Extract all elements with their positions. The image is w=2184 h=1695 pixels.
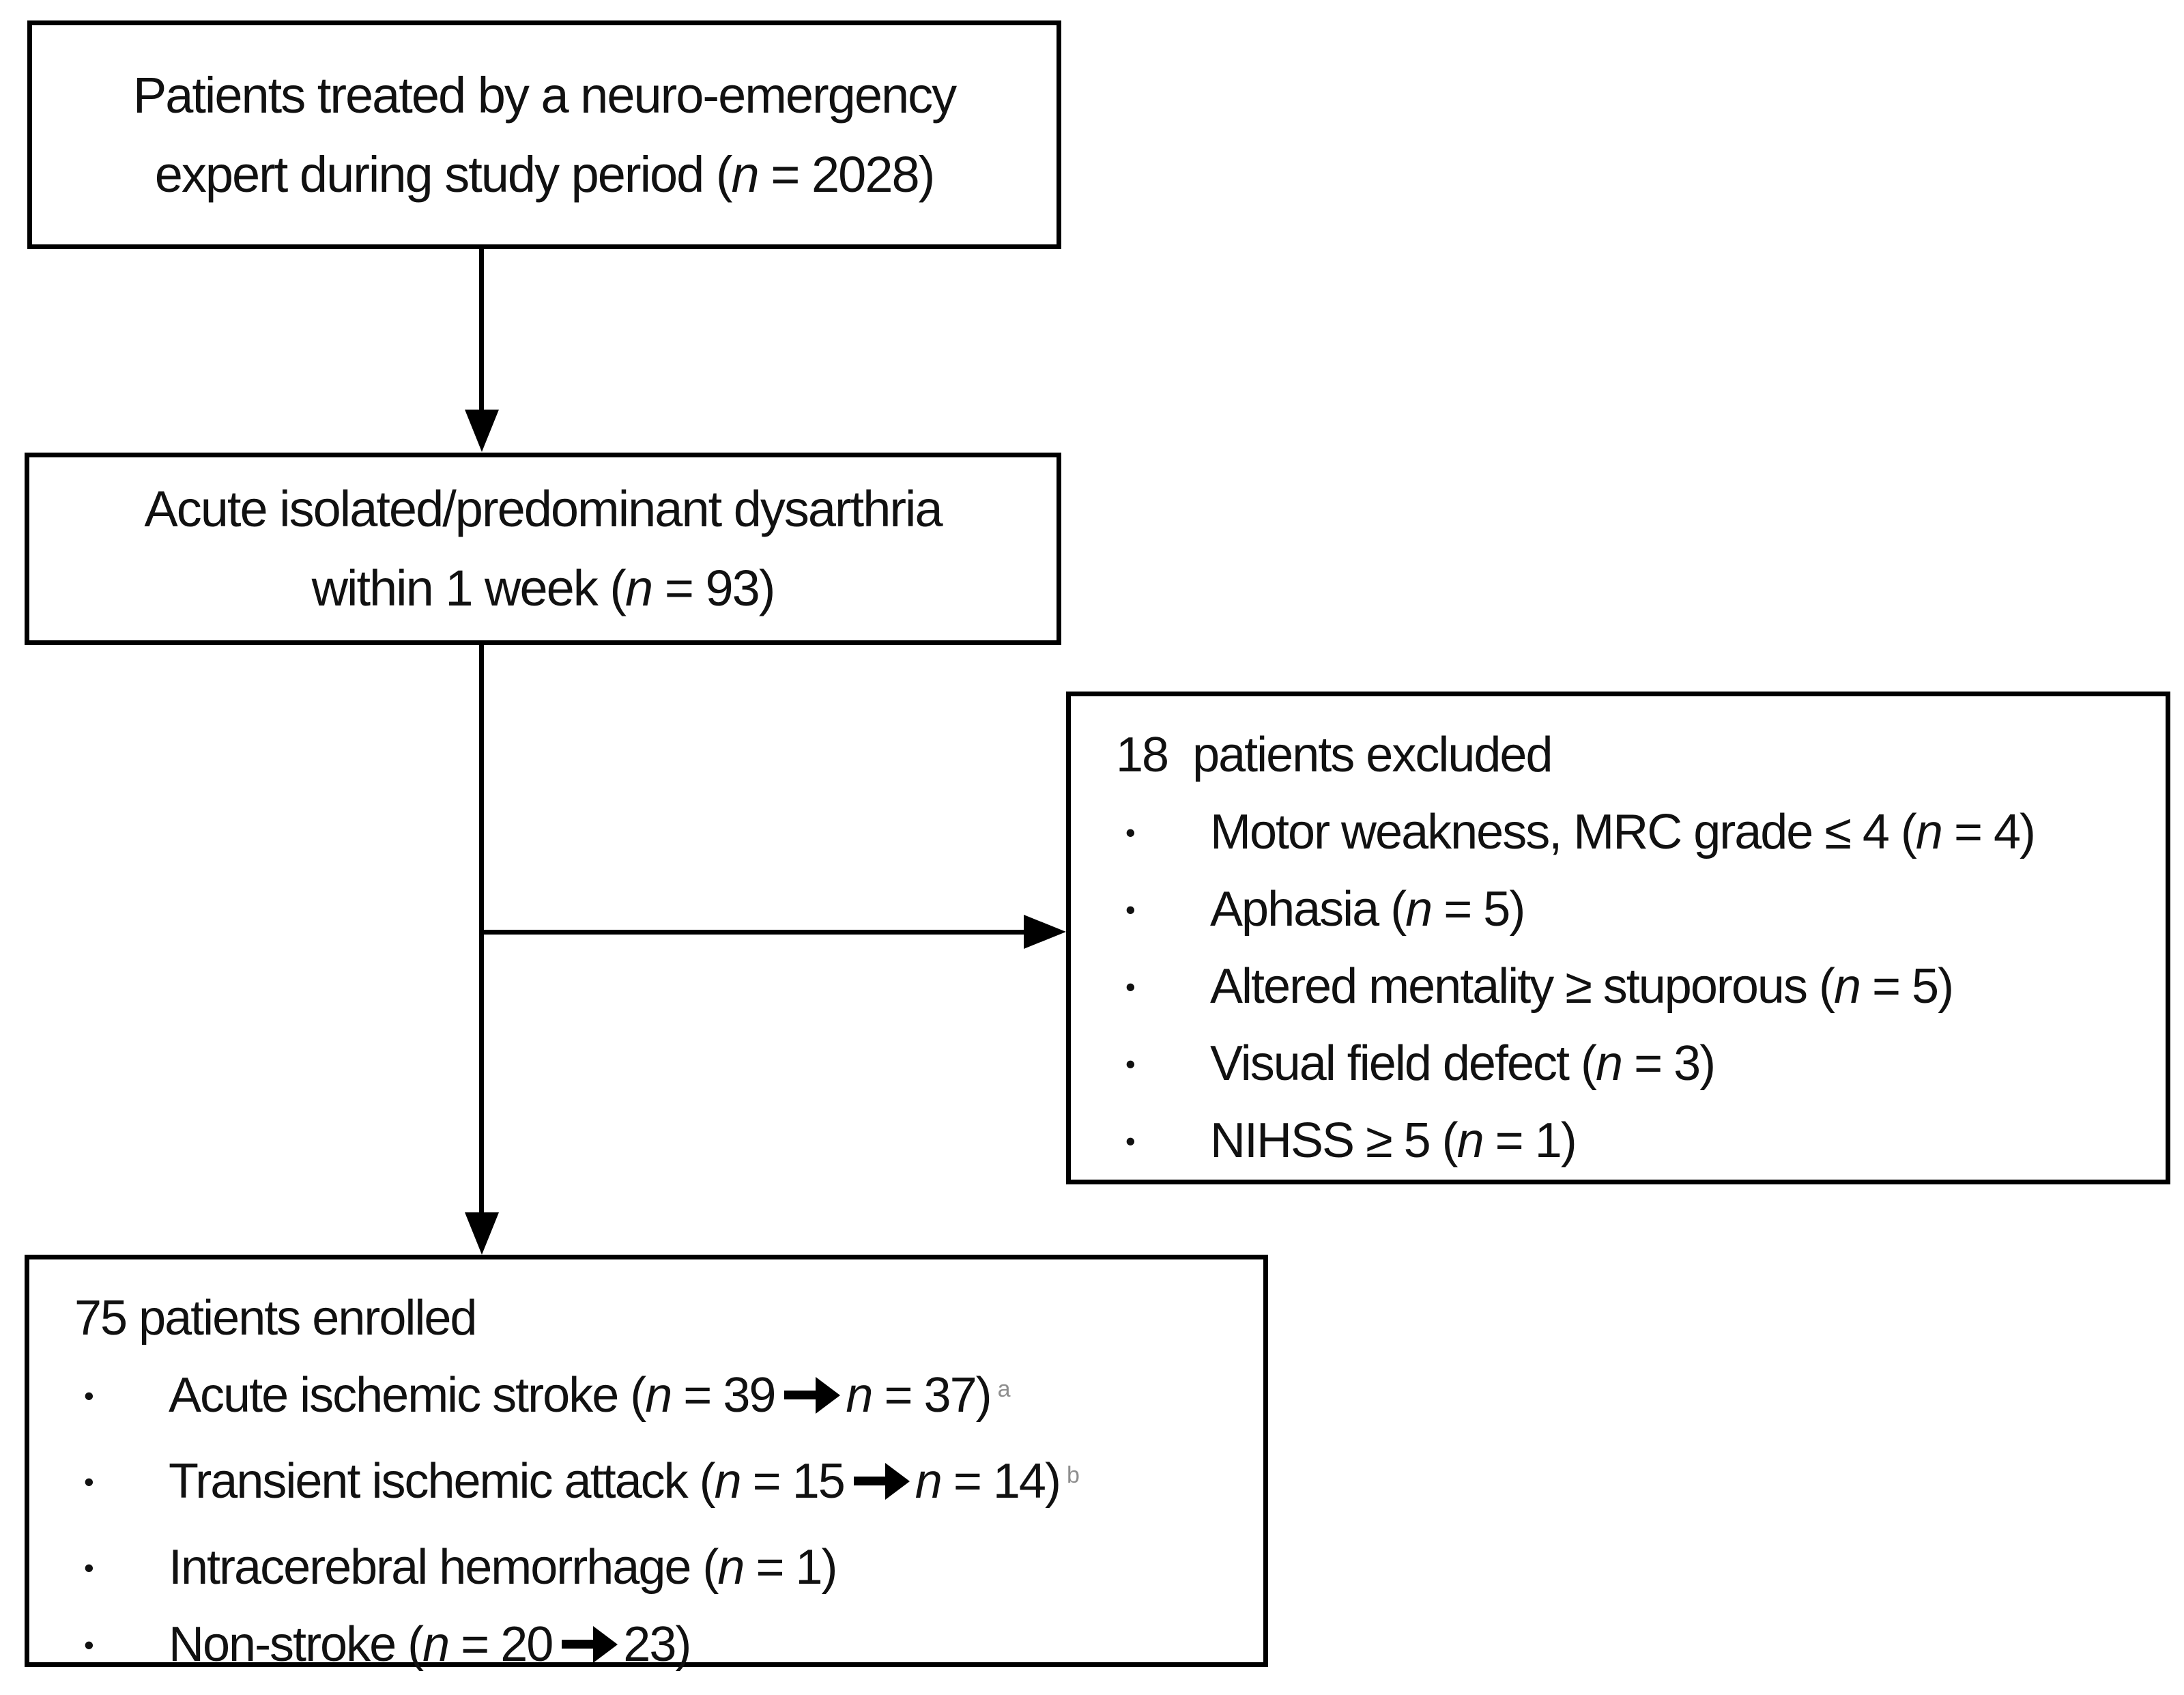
bullet-icon: • (1125, 971, 1136, 1003)
down-arrowhead-icon (465, 410, 499, 452)
text-run: n (717, 1540, 745, 1595)
bullet-text: Non-stroke (n = 20 23) (169, 1617, 691, 1672)
bullet-text: Aphasia (n = 5) (1210, 882, 1525, 937)
bullet-item: • Visual field defect (n = 3) (1071, 1025, 2166, 1102)
text-run: n (422, 1617, 450, 1672)
bullet-icon: • (84, 1629, 94, 1661)
text-run: Visual field defect ( (1210, 1036, 1597, 1091)
right-arrowhead-icon (1024, 915, 1066, 949)
text-run: = 14) (940, 1454, 1061, 1509)
bullet-icon: • (1125, 1048, 1136, 1080)
text-run: = 3) (1622, 1036, 1716, 1091)
enrolled-title: 75 patients enrolled (29, 1280, 1263, 1357)
text-run: n (645, 1368, 672, 1423)
bullet-item: • Altered mentality ≥ stuporous (n = 5) (1071, 948, 2166, 1025)
excluded-title: 18 patients excluded (1071, 717, 2166, 794)
text-run: = 4) (1941, 805, 2036, 859)
text-run: 23) (623, 1617, 691, 1672)
text-run: = 1) (1482, 1113, 1577, 1168)
arrow-right-icon (853, 1477, 885, 1486)
text-run: n (1833, 959, 1861, 1014)
box-dysarthria-cohort: Acute isolated/predominant dysarthria wi… (25, 453, 1061, 645)
text-run: n (1405, 882, 1433, 937)
box-enrolled: 75 patients enrolled • Acute ischemic st… (25, 1255, 1268, 1672)
bullet-item: • Non-stroke (n = 20 23) (29, 1606, 1263, 1683)
superscript-note: b (1066, 1462, 1080, 1488)
down-arrowhead-icon (465, 1212, 499, 1255)
bullet-icon: • (84, 1466, 94, 1498)
bullet-text: Visual field defect (n = 3) (1210, 1036, 1716, 1091)
text-run: = 5) (1431, 882, 1525, 937)
text-run: = 39 (671, 1368, 776, 1423)
bullet-icon: • (84, 1552, 94, 1584)
bullet-text: NIHSS ≥ 5 (n = 1) (1210, 1113, 1577, 1168)
arrow-right-icon (784, 1391, 816, 1400)
text-run: n (624, 560, 653, 616)
text-run: expert during study period ( (154, 145, 733, 203)
text-run: n (1915, 805, 1943, 859)
text-run: n (731, 145, 760, 203)
text-run: 75 patients enrolled (74, 1291, 477, 1345)
bullet-item: • Motor weakness, MRC grade ≤ 4 (n = 4) (1071, 794, 2166, 871)
bullet-text: Intracerebral hemorrhage (n = 1) (169, 1540, 838, 1595)
text-run: n (1456, 1113, 1484, 1168)
down-arrow-line (479, 249, 484, 413)
box-line: Acute isolated/predominant dysarthria (29, 470, 1057, 549)
text-run: Transient ischemic attack ( (169, 1454, 716, 1509)
text-run: n (1596, 1036, 1623, 1091)
text-run: Altered mentality ≥ stuporous ( (1210, 959, 1835, 1014)
bullet-icon: • (1125, 1125, 1136, 1157)
text-run: = 37) (872, 1368, 992, 1423)
text-run: Intracerebral hemorrhage ( (169, 1540, 719, 1595)
bullet-icon: • (1125, 894, 1136, 926)
box-line: expert during study period (n = 2028) (32, 135, 1057, 214)
text-run: Patients treated by a neuro-emergency (132, 66, 957, 124)
text-run: n (846, 1368, 873, 1423)
box-source-population: Patients treated by a neuro-emergency ex… (27, 20, 1061, 249)
box-line: within 1 week (n = 93) (29, 549, 1057, 628)
bullet-icon: • (1125, 816, 1136, 849)
text-run: = 20 (448, 1617, 554, 1672)
text-run: Motor weakness, MRC grade ≤ 4 ( (1210, 805, 1917, 859)
text-run: = 5) (1859, 959, 1954, 1014)
bullet-item: • NIHSS ≥ 5 (n = 1) (1071, 1102, 2166, 1180)
bullet-text: Altered mentality ≥ stuporous (n = 5) (1210, 959, 1954, 1014)
text-run: n (714, 1454, 742, 1509)
text-run: Acute isolated/predominant dysarthria (144, 481, 943, 537)
bullet-item: • Aphasia (n = 5) (1071, 871, 2166, 948)
bullet-text: Motor weakness, MRC grade ≤ 4 (n = 4) (1210, 805, 2036, 859)
arrow-right-icon (562, 1640, 594, 1649)
text-run: Acute ischemic stroke ( (169, 1368, 646, 1423)
bullet-item: • Intracerebral hemorrhage (n = 1) (29, 1529, 1263, 1606)
text-run: = 93) (652, 560, 776, 616)
superscript-note: a (997, 1376, 1011, 1402)
text-run: = 2028) (758, 145, 935, 203)
right-arrow-line (479, 930, 1025, 935)
text-run: n (915, 1454, 943, 1509)
bullet-icon: • (84, 1380, 94, 1412)
text-run: 18 patients excluded (1116, 728, 1553, 782)
box-excluded: 18 patients excluded • Motor weakness, M… (1066, 692, 2170, 1184)
box-line: Patients treated by a neuro-emergency (32, 56, 1057, 135)
text-run: Aphasia ( (1210, 882, 1407, 937)
text-run: = 15 (740, 1454, 846, 1509)
text-run: = 1) (743, 1540, 837, 1595)
text-run: NIHSS ≥ 5 ( (1210, 1113, 1459, 1168)
text-run: within 1 week ( (311, 560, 627, 616)
text-run: Non-stroke ( (169, 1617, 424, 1672)
